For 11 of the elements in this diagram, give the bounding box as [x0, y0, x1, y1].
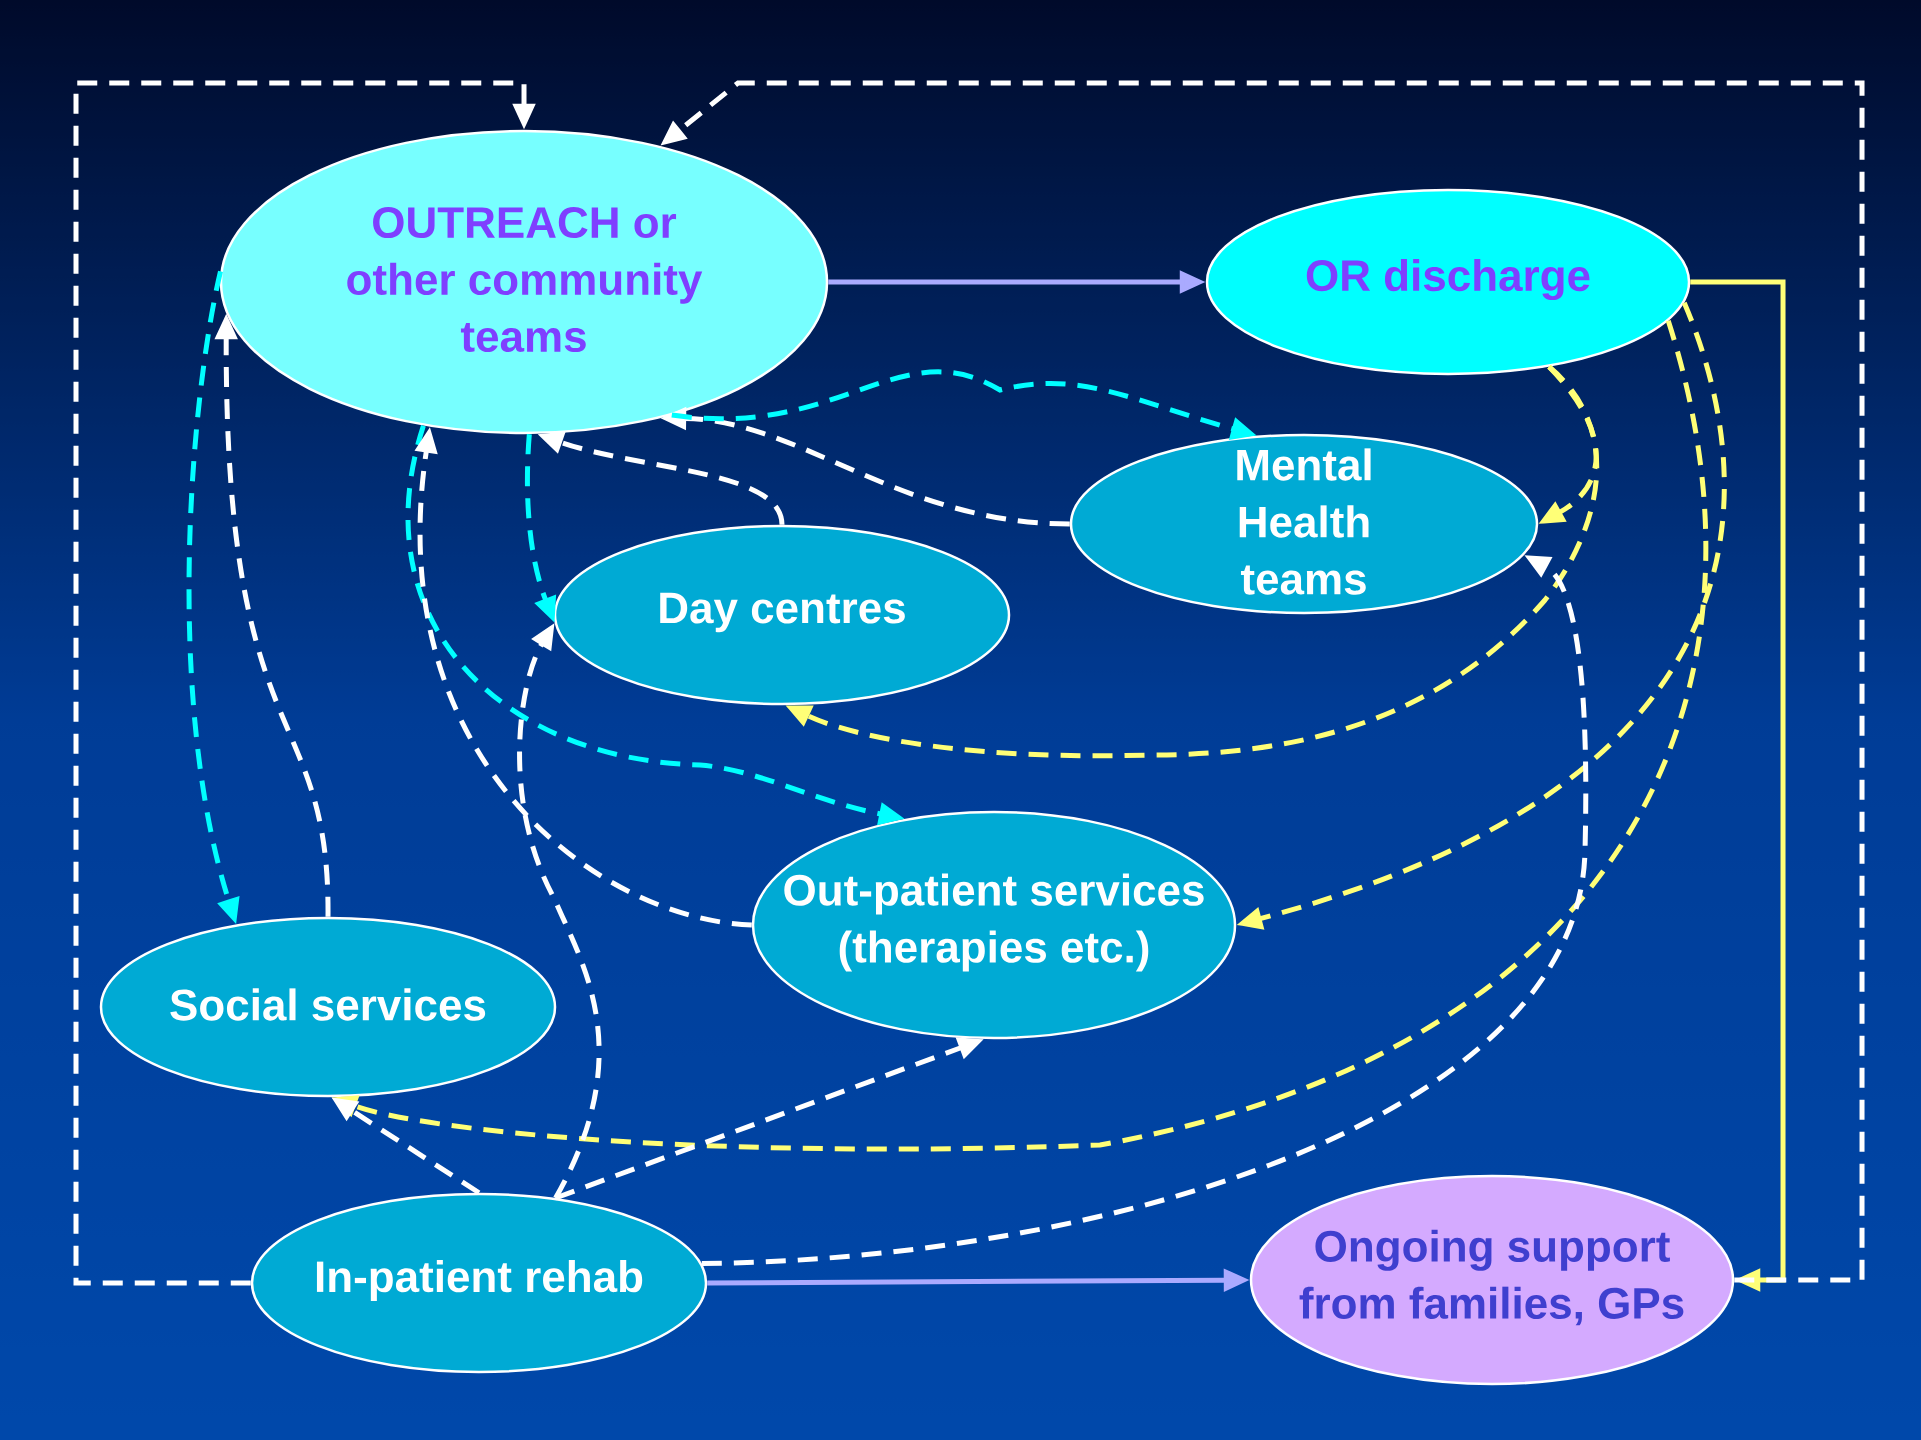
ellipse-node: Ongoing support from families, GPs: [1249, 1174, 1735, 1386]
ellipse-node: Day centres: [553, 524, 1011, 706]
ellipse-node: OR discharge: [1205, 188, 1691, 376]
ellipse-node: OUTREACH or other community teams: [219, 129, 829, 435]
arrow: [73, 80, 536, 1286]
ellipse-node: In-patient rehab: [250, 1192, 708, 1374]
ellipse-node: Out-patient services (therapies etc.): [751, 810, 1237, 1040]
ellipse-node: Social services: [99, 916, 557, 1098]
arrow: [1690, 279, 1786, 1292]
arrow: [701, 555, 1589, 1266]
ellipse-node: Mental Health teams: [1069, 433, 1539, 615]
